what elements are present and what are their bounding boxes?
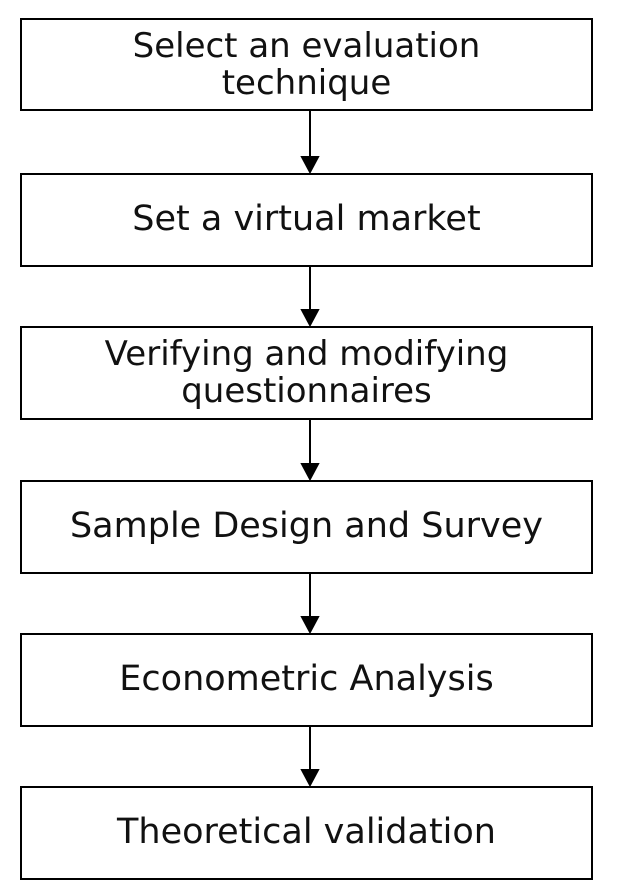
step-label: Set a virtual market [132,199,481,240]
step-label: Select an evaluation technique [132,25,481,103]
step-box-select-evaluation-technique: Select an evaluation technique [20,18,593,111]
arrow-down-icon [300,616,320,635]
arrow-down-icon [300,769,320,788]
step-box-theoretical-validation: Theoretical validation [20,786,593,880]
step-label: Theoretical validation [117,812,496,853]
step-label: Verifying and modifying questionnaires [104,334,509,411]
arrow-down-icon [300,309,320,328]
step-label: Sample Design and Survey [69,506,544,547]
arrow-down-icon [300,156,320,175]
step-box-verify-questionnaires: Verifying and modifying questionnaires [20,326,593,420]
step-label: Econometric Analysis [119,659,494,700]
arrow-down-icon [300,463,320,482]
step-box-set-virtual-market: Set a virtual market [20,173,593,267]
step-box-econometric-analysis: Econometric Analysis [20,633,593,727]
step-box-sample-design-survey: Sample Design and Survey [20,480,593,574]
